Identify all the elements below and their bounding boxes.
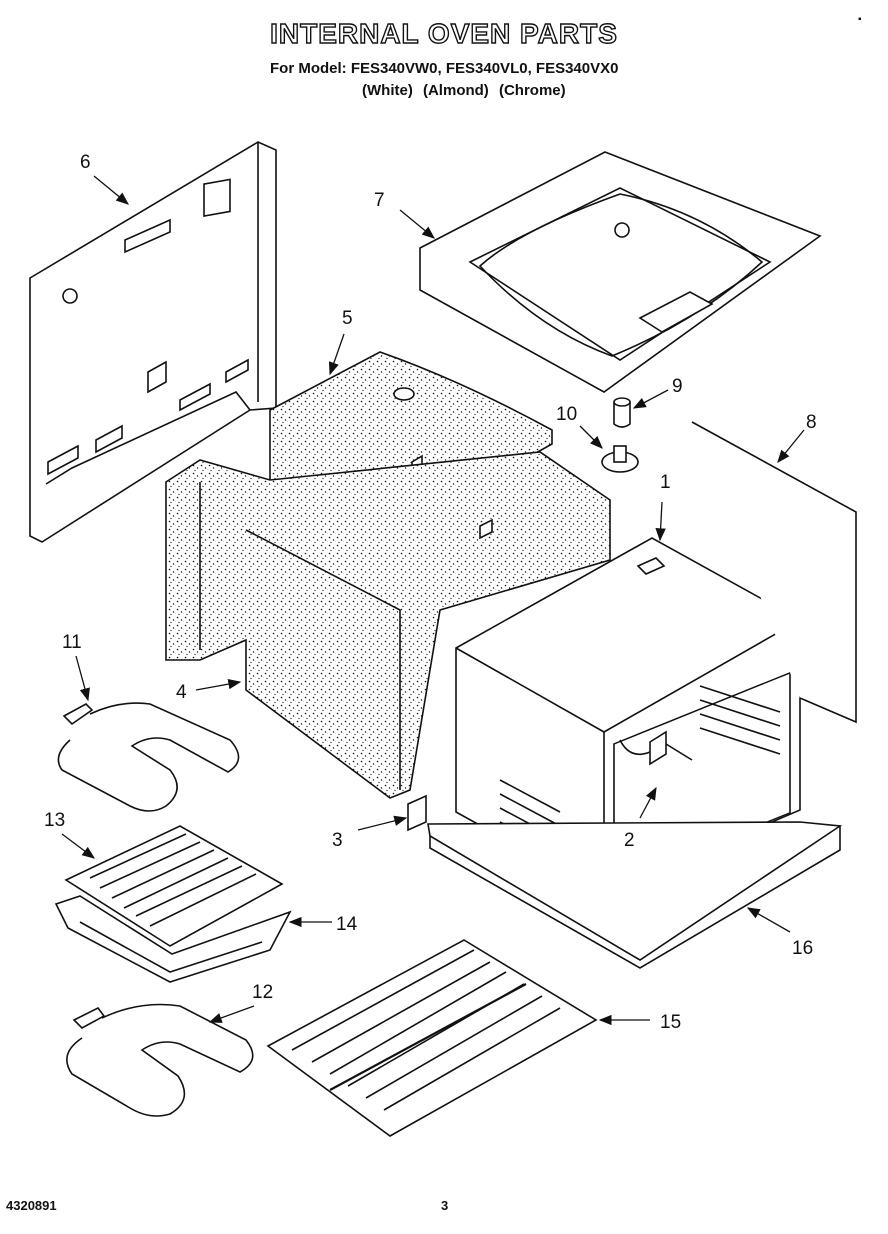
sensor-bracket [601, 445, 639, 473]
callout-16: 16 [792, 938, 813, 959]
rear-panel [29, 141, 277, 543]
callout-1: 1 [660, 472, 671, 493]
callout-2: 2 [624, 830, 635, 851]
side-panel [691, 421, 857, 724]
callout-5: 5 [342, 308, 353, 329]
callout-10: 10 [556, 404, 577, 425]
oven-temp-sensor [619, 730, 693, 766]
callout-labels: 1 2 3 4 5 6 7 8 9 10 11 12 13 14 15 16 [44, 152, 817, 1033]
callout-14: 14 [336, 914, 358, 935]
broil-element [66, 1003, 254, 1117]
bake-element [57, 702, 240, 812]
top-frame [419, 151, 822, 393]
page-number: 3 [441, 1198, 449, 1213]
mounting-bracket [407, 794, 427, 832]
document-code: 4320891 [6, 1198, 57, 1213]
callout-13: 13 [44, 810, 65, 831]
callout-9: 9 [672, 376, 683, 397]
oven-liner [455, 537, 801, 895]
callout-12: 12 [252, 982, 273, 1003]
callout-leaders [61, 175, 805, 1026]
callout-7: 7 [374, 190, 385, 211]
callout-3: 3 [332, 830, 343, 851]
page-title: INTERNAL OVEN PARTS [269, 17, 618, 49]
callout-8: 8 [806, 412, 817, 433]
oven-rack [266, 939, 598, 1137]
model-numbers: For Model: FES340VW0, FES340VL0, FES340V… [270, 60, 619, 77]
oven-bottom [427, 821, 843, 969]
callout-6: 6 [80, 152, 91, 173]
broiler-pan [54, 895, 292, 983]
finish-colors: (White) (Almond) (Chrome) [362, 82, 566, 99]
corner-mark: ▪ [858, 14, 862, 25]
callout-4: 4 [176, 682, 187, 703]
broiler-grid [64, 825, 284, 947]
sensor-plug [613, 397, 631, 428]
oven-insulation-wrap [165, 451, 611, 799]
callout-11: 11 [62, 632, 82, 653]
callout-15: 15 [660, 1012, 681, 1033]
